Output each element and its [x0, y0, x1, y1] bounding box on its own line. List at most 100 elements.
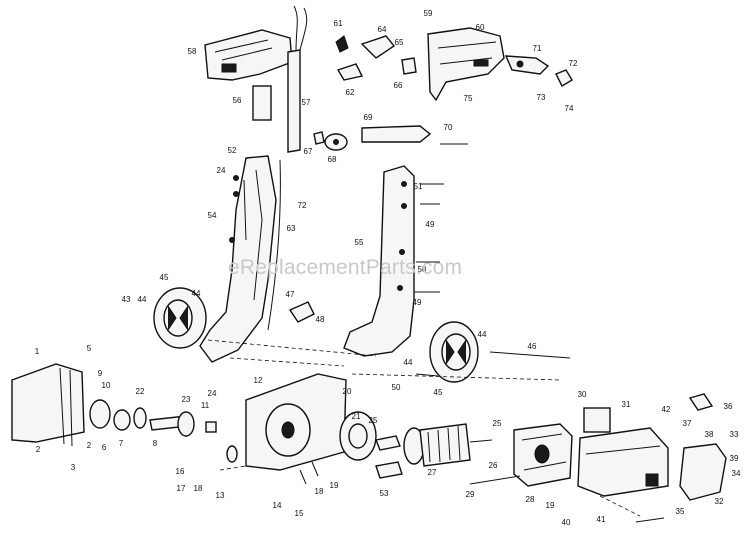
part-number-label: 62 [346, 88, 355, 97]
part-number-label: 6 [102, 443, 107, 452]
part-number-label: 1 [35, 347, 40, 356]
part-number-label: 25 [369, 416, 378, 425]
part-number-label: 29 [466, 490, 475, 499]
wrench-part [504, 55, 550, 75]
axle-part [489, 351, 571, 359]
switch-parts [335, 35, 417, 81]
part-number-label: 20 [343, 387, 352, 396]
part-number-label: 23 [182, 395, 191, 404]
part-number-label: 65 [395, 38, 404, 47]
part-number-label: 36 [724, 402, 733, 411]
part-number-label: 32 [715, 497, 724, 506]
tube-part [361, 125, 432, 143]
part-number-label: 44 [404, 358, 413, 367]
part-number-label: 55 [355, 238, 364, 247]
part-number-label: 3 [71, 463, 76, 472]
part-number-label: 18 [315, 487, 324, 496]
part-number-label: 66 [394, 81, 403, 90]
part-number-label: 30 [578, 390, 587, 399]
part-number-label: 52 [228, 146, 237, 155]
left-wheel-part [153, 287, 207, 349]
part-number-label: 71 [533, 44, 542, 53]
part-number-label: 60 [476, 23, 485, 32]
part-number-label: 54 [208, 211, 217, 220]
part-number-label: 34 [732, 469, 741, 478]
part-number-label: 50 [418, 265, 427, 274]
part-number-label: 58 [188, 47, 197, 56]
part-number-label: 74 [565, 104, 574, 113]
part-number-label: 67 [304, 147, 313, 156]
part-number-label: 49 [413, 298, 422, 307]
part-number-label: 26 [489, 461, 498, 470]
right-wheel-part [429, 321, 479, 383]
part-number-label: 39 [730, 454, 739, 463]
bracket-part [375, 461, 403, 479]
part-number-label: 50 [392, 383, 401, 392]
motor-housing-part [577, 407, 669, 497]
part-number-label: 28 [526, 495, 535, 504]
part-number-label: 45 [434, 388, 443, 397]
part-number-label: 15 [295, 509, 304, 518]
part-number-label: 43 [122, 295, 131, 304]
part-number-label: 56 [233, 96, 242, 105]
part-number-label: 63 [287, 224, 296, 233]
housing-screw-part [635, 517, 665, 523]
part-number-label: 41 [597, 515, 606, 524]
part-number-label: 12 [254, 376, 263, 385]
part-number-label: 25 [493, 419, 502, 428]
part-number-label: 61 [334, 19, 343, 28]
part-number-label: 49 [426, 220, 435, 229]
part-number-label: 37 [683, 419, 692, 428]
part-number-label: 42 [662, 405, 671, 414]
part-number-label: 69 [364, 113, 373, 122]
end-cap-part [679, 443, 727, 501]
motor-screw-part [469, 475, 521, 485]
part-number-label: 21 [352, 412, 361, 421]
part-number-label: 17 [177, 484, 186, 493]
motor-field-part [513, 423, 573, 487]
part-number-label: 24 [208, 389, 217, 398]
part-number-label: 11 [201, 401, 210, 410]
part-number-label: 46 [528, 342, 537, 351]
part-number-label: 75 [464, 94, 473, 103]
part-number-label: 14 [273, 501, 282, 510]
armature-part [403, 423, 493, 467]
rear-handle-part [427, 27, 505, 102]
part-number-label: 40 [562, 518, 571, 527]
part-number-label: 18 [194, 484, 203, 493]
part-number-label: 5 [87, 344, 92, 353]
part-number-label: 13 [216, 491, 225, 500]
part-number-label: 9 [98, 369, 103, 378]
brush-holder-part [688, 393, 714, 411]
part-number-label: 72 [298, 201, 307, 210]
knob-parts [313, 131, 348, 151]
part-number-label: 47 [286, 290, 295, 299]
part-number-label: 44 [192, 289, 201, 298]
part-number-label: 72 [569, 59, 578, 68]
part-number-label: 35 [676, 507, 685, 516]
part-number-label: 48 [316, 315, 325, 324]
assembly-guide-lines [207, 339, 641, 517]
part-number-label: 31 [622, 400, 631, 409]
part-number-label: 53 [380, 489, 389, 498]
part-number-label: 22 [136, 387, 145, 396]
right-frame-part [343, 165, 415, 357]
part-number-label: 38 [705, 430, 714, 439]
part-number-label: 7 [119, 439, 124, 448]
part-number-label: 44 [478, 330, 487, 339]
part-number-label: 2 [87, 441, 92, 450]
clip-part [555, 69, 573, 87]
shaft-part [375, 435, 401, 451]
part-number-label: 10 [102, 381, 111, 390]
gear-housing-part [245, 373, 347, 485]
part-number-label: 70 [444, 123, 453, 132]
part-number-label: 24 [217, 166, 226, 175]
handle-grip-part [252, 85, 272, 121]
blade-guard-part [11, 363, 85, 447]
part-number-label: 51 [414, 182, 423, 191]
fan-part [339, 411, 377, 461]
part-number-label: 19 [546, 501, 555, 510]
part-number-label: 8 [153, 439, 158, 448]
